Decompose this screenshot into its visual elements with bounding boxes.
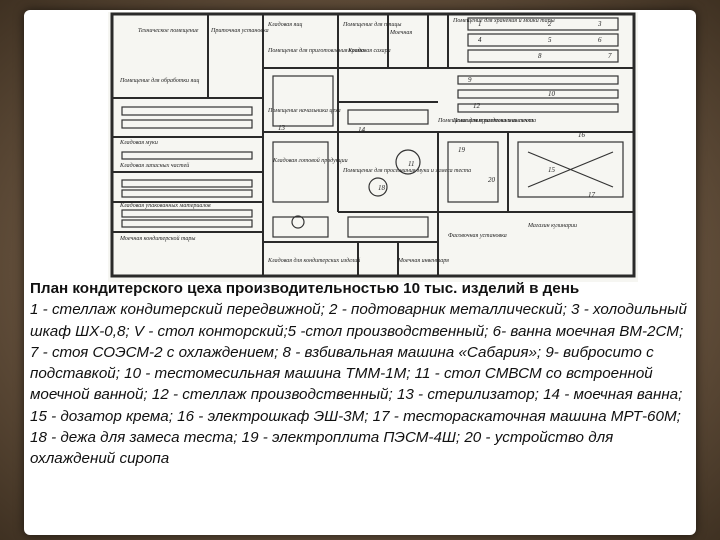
equipment-number: 20: [488, 176, 496, 184]
plan-room-label: Помещение для обработки яиц: [119, 77, 199, 84]
equipment-number: 15: [548, 166, 556, 174]
plan-room-label: Помещение для приготовления крема: [267, 47, 364, 54]
equipment-number: 4: [478, 36, 482, 44]
plan-room-label: Кладовая муки: [119, 139, 158, 146]
plan-room-label: Моечная: [389, 30, 412, 36]
equipment-number: 10: [548, 90, 556, 98]
plan-room-label: Фасовочная установка: [448, 233, 507, 239]
plan-room-label: Кладовая сахара: [347, 47, 391, 54]
plan-room-label: Моечная кондитерской тары: [119, 235, 195, 242]
equipment-number: 12: [473, 102, 481, 110]
slide-card: Техническое помещение Приточная установка…: [24, 10, 696, 535]
plan-room-label: Кладовая яиц: [267, 21, 302, 28]
equipment-number: 13: [278, 124, 286, 132]
plan-room-label: Приточная установка: [210, 28, 269, 34]
equipment-number: 8: [538, 52, 542, 60]
caption-title: План кондитерского цеха производительнос…: [30, 280, 580, 297]
equipment-number: 19: [458, 146, 466, 154]
equipment-number: 16: [578, 131, 586, 139]
plan-room-label: Техническое помещение: [138, 28, 199, 34]
equipment-number: 17: [588, 191, 596, 199]
plan-room-label: Помещение начальника цеха: [267, 108, 341, 114]
equipment-number: 5: [548, 36, 552, 44]
equipment-number: 6: [598, 36, 602, 44]
plan-room-label: Помещение для птицы: [342, 21, 401, 28]
equipment-number: 2: [548, 20, 552, 28]
plan-room-label: Кладовая запасных частей: [119, 162, 189, 169]
equipment-number: 14: [358, 126, 366, 134]
floor-plan: Техническое помещение Приточная установка…: [108, 12, 638, 282]
caption-legend: 1 - стеллаж кондитерский передвижной; 2 …: [30, 301, 687, 468]
equipment-number: 7: [608, 52, 612, 60]
equipment-number: 9: [468, 76, 472, 84]
plan-room-label: Помещение для хранения и мойки тары: [452, 17, 555, 24]
plan-outer-wall: [110, 12, 636, 278]
plan-room-label: Магазин кулинарии: [527, 223, 577, 229]
equipment-number: 3: [597, 20, 602, 28]
plan-room-label: Помещение для просеивания муки и замеса …: [342, 167, 471, 174]
equipment-number: 18: [378, 184, 386, 192]
plan-room-label: Моечная инвентаря: [397, 258, 449, 264]
plan-room-label: Помещение для приготовления теста: [437, 117, 536, 124]
plan-room-label: Кладовая для кондитерских изделий: [267, 257, 360, 264]
plan-room-label: Помещение разделки и выпечки: [452, 117, 533, 124]
plan-caption: План кондитерского цеха производительнос…: [30, 278, 690, 470]
floor-plan-drawing: Техническое помещение Приточная установка…: [110, 12, 636, 278]
equipment-number: 11: [408, 160, 414, 168]
equipment-number: 1: [478, 20, 482, 28]
plan-room-label: Кладовая упакованных материалов: [119, 202, 211, 209]
plan-room-label: Кладовая готовой продукции: [272, 157, 348, 164]
